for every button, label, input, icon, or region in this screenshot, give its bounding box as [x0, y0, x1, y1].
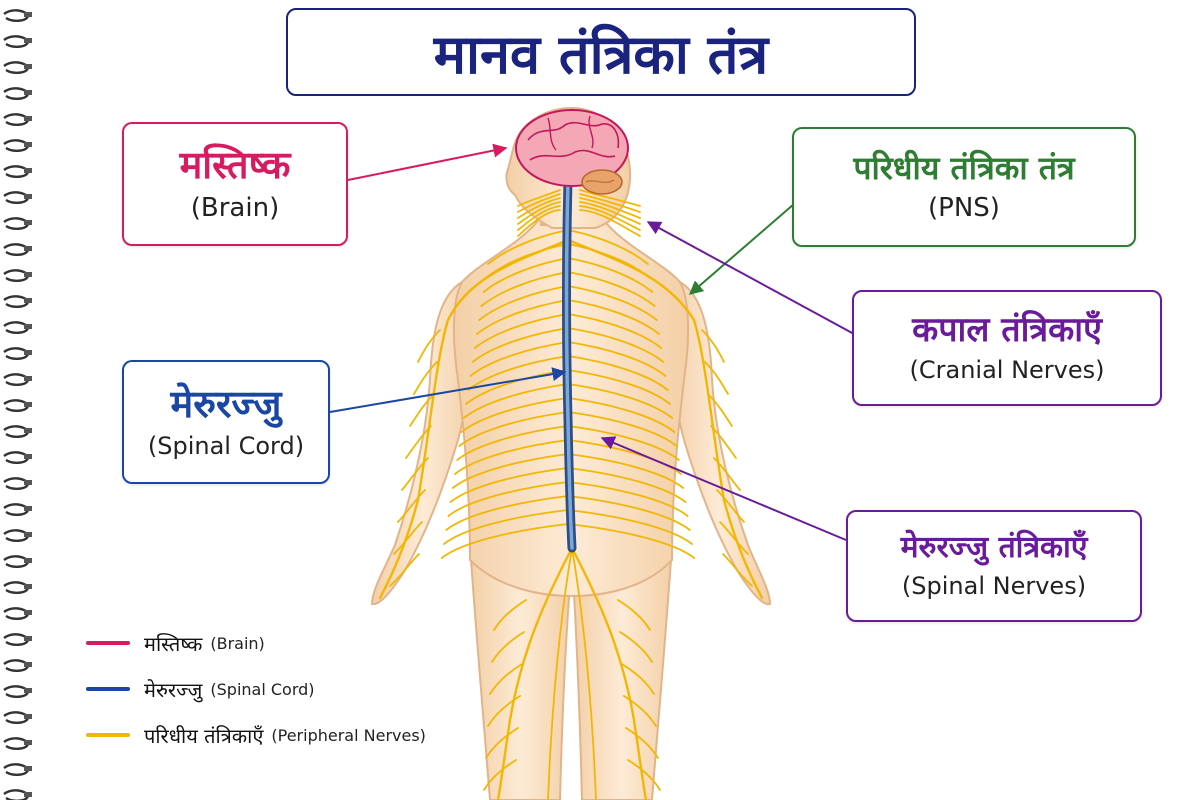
- spiral-binding-icon: [3, 9, 32, 800]
- legend: मस्तिष्क (Brain) मेरुरज्जु (Spinal Cord)…: [86, 620, 426, 758]
- legend-label-english: (Spinal Cord): [210, 679, 315, 699]
- spinal-nerves-label-english: (Spinal Nerves): [901, 571, 1087, 600]
- cranial-nerves-label-english: (Cranial Nerves): [909, 356, 1105, 385]
- legend-label-hindi: परिधीय तंत्रिकाएँ: [144, 723, 264, 748]
- brain-label-hindi: मस्तिष्क: [179, 142, 291, 187]
- cranial-nerves-arrow: [646, 221, 855, 335]
- pns-arrow: [688, 203, 795, 295]
- spinal-cord-label-hindi: मेरुरज्जु: [170, 381, 282, 426]
- legend-label-english: (Peripheral Nerves): [271, 725, 426, 745]
- brain-shape: [515, 109, 629, 195]
- legend-label-hindi: मेरुरज्जु: [144, 677, 203, 702]
- cranial-nerves-label-hindi: कपाल तंत्रिकाएँ: [912, 310, 1102, 351]
- spinal-cord-label-english: (Spinal Cord): [147, 432, 305, 461]
- brain-arrow: [347, 143, 508, 181]
- legend-swatch-spinal-cord: [86, 687, 130, 691]
- legend-item-peripheral-nerves: परिधीय तंत्रिकाएँ (Peripheral Nerves): [86, 712, 426, 758]
- page-title: मानव तंत्रिका तंत्र: [433, 23, 769, 86]
- pns-label-english: (PNS): [928, 192, 1000, 223]
- spinal-nerves-label-box: मेरुरज्जु तंत्रिकाएँ (Spinal Nerves): [846, 510, 1142, 622]
- legend-swatch-brain: [86, 641, 130, 645]
- legend-item-brain: मस्तिष्क (Brain): [86, 620, 426, 666]
- legend-swatch-peripheral-nerves: [86, 733, 130, 737]
- legend-label-hindi: मस्तिष्क: [144, 631, 203, 656]
- spinal-cord-label-box: मेरुरज्जु (Spinal Cord): [122, 360, 330, 484]
- pns-label-hindi: परिधीय तंत्रिका तंत्र: [853, 149, 1075, 187]
- pns-label-box: परिधीय तंत्रिका तंत्र (PNS): [792, 127, 1136, 247]
- legend-label-english: (Brain): [210, 633, 265, 653]
- peripheral-nerves: [378, 189, 764, 800]
- legend-item-spinal-cord: मेरुरज्जु (Spinal Cord): [86, 666, 426, 712]
- spinal-cord-arrow: [329, 367, 567, 413]
- brain-label-box: मस्तिष्क (Brain): [122, 122, 348, 246]
- cranial-nerves-label-box: कपाल तंत्रिकाएँ (Cranial Nerves): [852, 290, 1162, 406]
- spinal-nerves-label-hindi: मेरुरज्जु तंत्रिकाएँ: [900, 530, 1088, 566]
- spinal-nerves-arrow: [600, 436, 847, 541]
- brain-label-english: (Brain): [190, 193, 280, 224]
- title-box: मानव तंत्रिका तंत्र: [286, 8, 916, 96]
